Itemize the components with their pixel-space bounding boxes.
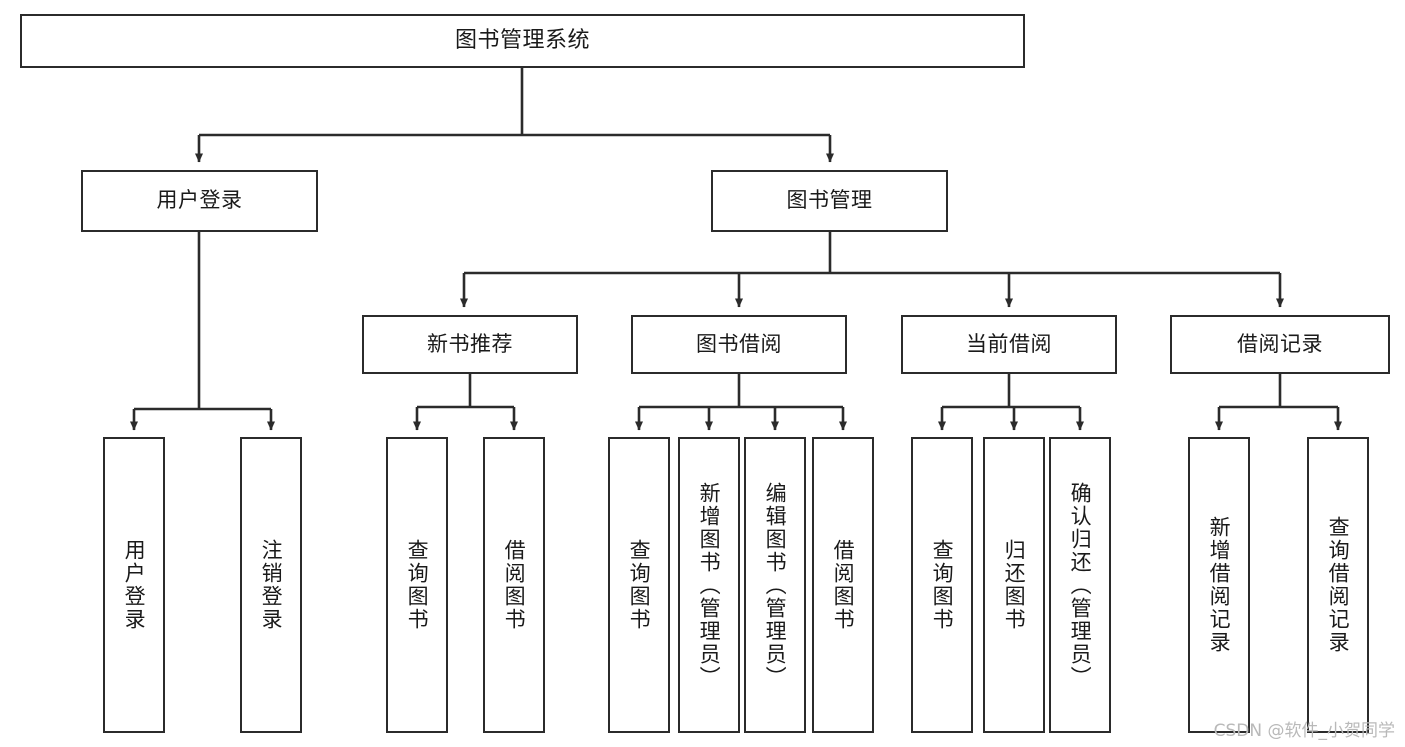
node-borrow-record[interactable]: 借阅记录 — [1170, 315, 1390, 374]
node-new-book-recommend-label: 新书推荐 — [427, 331, 513, 356]
node-root[interactable]: 图书管理系统 — [20, 14, 1025, 68]
node-book-management-label: 图书管理 — [786, 188, 873, 213]
node-leaf-add-book-label: 新增图书（管理员） — [697, 481, 722, 689]
node-leaf-user-login-label: 用户登录 — [122, 539, 147, 631]
node-leaf-query-book-2[interactable]: 查询图书 — [608, 437, 670, 733]
node-leaf-borrow-book-1-label: 借阅图书 — [502, 539, 527, 631]
node-leaf-query-book-1[interactable]: 查询图书 — [386, 437, 448, 733]
node-user-login-label: 用户登录 — [156, 188, 243, 213]
node-leaf-add-record-label: 新增借阅记录 — [1207, 516, 1232, 654]
node-current-borrow[interactable]: 当前借阅 — [901, 315, 1117, 374]
node-leaf-borrow-book-2-label: 借阅图书 — [831, 539, 856, 631]
node-leaf-logout[interactable]: 注销登录 — [240, 437, 302, 733]
node-leaf-return-book[interactable]: 归还图书 — [983, 437, 1045, 733]
node-leaf-user-login[interactable]: 用户登录 — [103, 437, 165, 733]
node-leaf-query-book-3[interactable]: 查询图书 — [911, 437, 973, 733]
node-user-login[interactable]: 用户登录 — [81, 170, 318, 232]
node-leaf-return-book-label: 归还图书 — [1002, 539, 1027, 631]
node-book-borrow[interactable]: 图书借阅 — [631, 315, 847, 374]
node-leaf-confirm-return-label: 确认归还（管理员） — [1068, 481, 1093, 689]
node-leaf-borrow-book-1[interactable]: 借阅图书 — [483, 437, 545, 733]
node-leaf-add-book[interactable]: 新增图书（管理员） — [678, 437, 740, 733]
node-book-borrow-label: 图书借阅 — [696, 331, 782, 356]
node-leaf-confirm-return[interactable]: 确认归还（管理员） — [1049, 437, 1111, 733]
node-leaf-borrow-book-2[interactable]: 借阅图书 — [812, 437, 874, 733]
node-leaf-query-book-1-label: 查询图书 — [405, 539, 430, 631]
node-borrow-record-label: 借阅记录 — [1237, 331, 1323, 356]
watermark: CSDN @软件_小贺同学 — [1213, 721, 1395, 741]
node-leaf-query-book-2-label: 查询图书 — [627, 539, 652, 631]
node-new-book-recommend[interactable]: 新书推荐 — [362, 315, 578, 374]
node-book-management[interactable]: 图书管理 — [711, 170, 948, 232]
node-leaf-edit-book[interactable]: 编辑图书（管理员） — [744, 437, 806, 733]
node-leaf-query-record-label: 查询借阅记录 — [1326, 516, 1351, 654]
node-root-label: 图书管理系统 — [454, 27, 590, 53]
node-leaf-add-record[interactable]: 新增借阅记录 — [1188, 437, 1250, 733]
node-leaf-query-record[interactable]: 查询借阅记录 — [1307, 437, 1369, 733]
node-current-borrow-label: 当前借阅 — [966, 331, 1052, 356]
node-leaf-logout-label: 注销登录 — [259, 539, 284, 631]
node-leaf-edit-book-label: 编辑图书（管理员） — [763, 481, 788, 689]
node-leaf-query-book-3-label: 查询图书 — [930, 539, 955, 631]
